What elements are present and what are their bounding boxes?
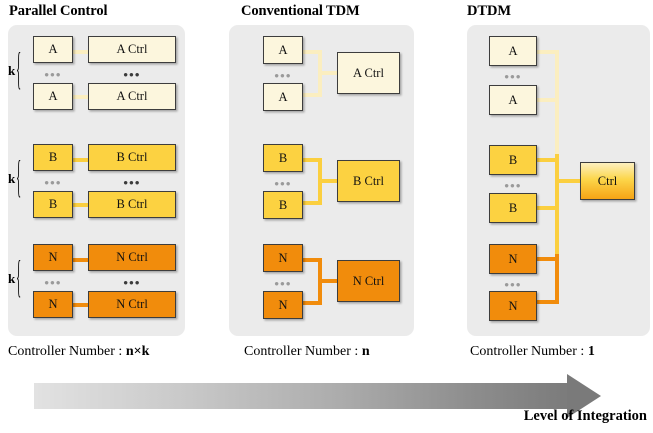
controller-number-conventional: Controller Number : n — [244, 344, 370, 360]
wire-conv-n-top-stub — [300, 258, 322, 262]
wire-conv-n-bottom-stub — [300, 301, 322, 305]
unit-box-conv-a-2[interactable]: A — [263, 83, 303, 111]
ellipsis-conv-a: ••• — [274, 68, 292, 83]
unit-box-dtdm-n-1[interactable]: N — [489, 244, 537, 274]
unit-box-parallel-b-2[interactable]: B — [33, 191, 73, 218]
ctrl-box-conv-b[interactable]: B Ctrl — [337, 160, 400, 202]
wire-dtdm-b-2 — [534, 206, 559, 210]
ellipsis-parallel-b-units: ••• — [44, 175, 62, 190]
wire-dtdm-trunk-to-ctrl — [555, 179, 581, 183]
wire-dtdm-trunk-n — [555, 254, 559, 304]
integration-arrow — [34, 374, 634, 418]
controller-number-parallel-value: n×k — [125, 344, 150, 359]
wire-parallel-n-1 — [70, 258, 92, 262]
unit-box-parallel-a-2[interactable]: A — [33, 83, 73, 110]
unit-box-parallel-n-1[interactable]: N — [33, 244, 73, 271]
panel-title-conventional: Conventional TDM — [241, 3, 360, 19]
unit-box-dtdm-a-1[interactable]: A — [489, 36, 537, 66]
controller-number-parallel: Controller Number : n×k — [8, 344, 149, 360]
wire-dtdm-n-1 — [534, 257, 559, 261]
wire-dtdm-n-2 — [534, 300, 559, 304]
unit-box-conv-n-1[interactable]: N — [263, 244, 303, 272]
controller-number-parallel-prefix: Controller Number : — [8, 344, 126, 359]
level-of-integration-label: Level of Integration — [523, 408, 647, 424]
unit-box-parallel-b-1[interactable]: B — [33, 144, 73, 171]
controller-number-dtdm-value: 1 — [587, 344, 595, 359]
unit-box-conv-b-1[interactable]: B — [263, 144, 303, 172]
ellipsis-conv-n: ••• — [274, 276, 292, 291]
ellipsis-dtdm-b: ••• — [504, 178, 522, 193]
controller-number-dtdm-prefix: Controller Number : — [470, 344, 588, 359]
unit-box-parallel-a-1[interactable]: A — [33, 36, 73, 63]
ctrl-box-parallel-b-1[interactable]: B Ctrl — [88, 144, 176, 171]
wire-parallel-b-1 — [70, 158, 92, 162]
unit-box-dtdm-b-2[interactable]: B — [489, 193, 537, 223]
ctrl-box-conv-n[interactable]: N Ctrl — [337, 260, 400, 302]
ellipsis-parallel-n-units: ••• — [44, 275, 62, 290]
unit-box-conv-b-2[interactable]: B — [263, 191, 303, 219]
controller-number-conventional-prefix: Controller Number : — [244, 344, 362, 359]
ellipsis-parallel-a-ctrls: ••• — [123, 67, 141, 82]
panel-title-parallel: Parallel Control — [9, 3, 108, 19]
wire-parallel-n-2 — [70, 303, 92, 307]
wire-conv-b-top-stub — [300, 158, 322, 162]
wire-dtdm-trunk-b — [555, 154, 559, 254]
ctrl-box-parallel-n-2[interactable]: N Ctrl — [88, 291, 176, 318]
brace-glyph-parallel-b: { — [16, 154, 22, 204]
wire-conv-a-to-ctrl — [318, 71, 340, 75]
panel-parallel-control — [8, 25, 185, 336]
brace-glyph-parallel-n: { — [16, 254, 22, 304]
ctrl-box-dtdm[interactable]: Ctrl — [580, 162, 635, 200]
unit-box-conv-n-2[interactable]: N — [263, 291, 303, 319]
wire-dtdm-trunk-a — [555, 50, 559, 154]
unit-box-dtdm-n-2[interactable]: N — [489, 291, 537, 321]
brace-parallel-a: k{ — [8, 39, 22, 103]
ctrl-box-conv-a[interactable]: A Ctrl — [337, 52, 400, 94]
integration-arrow-head — [567, 374, 601, 418]
ctrl-box-parallel-b-2[interactable]: B Ctrl — [88, 191, 176, 218]
controller-number-dtdm: Controller Number : 1 — [470, 344, 595, 360]
k-label-parallel-n: k — [8, 271, 16, 286]
wire-parallel-a-1 — [70, 50, 92, 54]
ellipsis-conv-b: ••• — [274, 176, 292, 191]
wire-conv-b-to-ctrl — [318, 179, 340, 183]
ellipsis-parallel-n-ctrls: ••• — [123, 275, 141, 290]
ellipsis-dtdm-n: ••• — [504, 277, 522, 292]
controller-number-conventional-value: n — [361, 344, 370, 359]
brace-parallel-b: k{ — [8, 147, 22, 211]
wire-parallel-a-2 — [70, 95, 92, 99]
unit-box-dtdm-b-1[interactable]: B — [489, 145, 537, 175]
wire-conv-b-bottom-stub — [300, 201, 322, 205]
k-label-parallel-a: k — [8, 63, 16, 78]
ellipsis-dtdm-a: ••• — [504, 69, 522, 84]
wire-dtdm-b-1 — [534, 158, 559, 162]
k-label-parallel-b: k — [8, 171, 16, 186]
wire-conv-a-top-stub — [300, 50, 322, 54]
wire-dtdm-a-1 — [534, 50, 559, 54]
ellipsis-parallel-b-ctrls: ••• — [123, 175, 141, 190]
ctrl-box-parallel-n-1[interactable]: N Ctrl — [88, 244, 176, 271]
wire-conv-a-bottom-stub — [300, 93, 322, 97]
ctrl-box-parallel-a-2[interactable]: A Ctrl — [88, 83, 176, 110]
ctrl-box-parallel-a-1[interactable]: A Ctrl — [88, 36, 176, 63]
unit-box-dtdm-a-2[interactable]: A — [489, 85, 537, 115]
panel-title-dtdm: DTDM — [467, 3, 511, 19]
brace-parallel-n: k{ — [8, 247, 22, 311]
wire-parallel-b-2 — [70, 203, 92, 207]
integration-arrow-bar — [34, 383, 569, 409]
brace-glyph-parallel-a: { — [16, 46, 22, 96]
unit-box-conv-a-1[interactable]: A — [263, 36, 303, 64]
ellipsis-parallel-a-units: ••• — [44, 67, 62, 82]
wire-dtdm-a-2 — [534, 98, 559, 102]
wire-conv-n-to-ctrl — [318, 279, 340, 283]
unit-box-parallel-n-2[interactable]: N — [33, 291, 73, 318]
